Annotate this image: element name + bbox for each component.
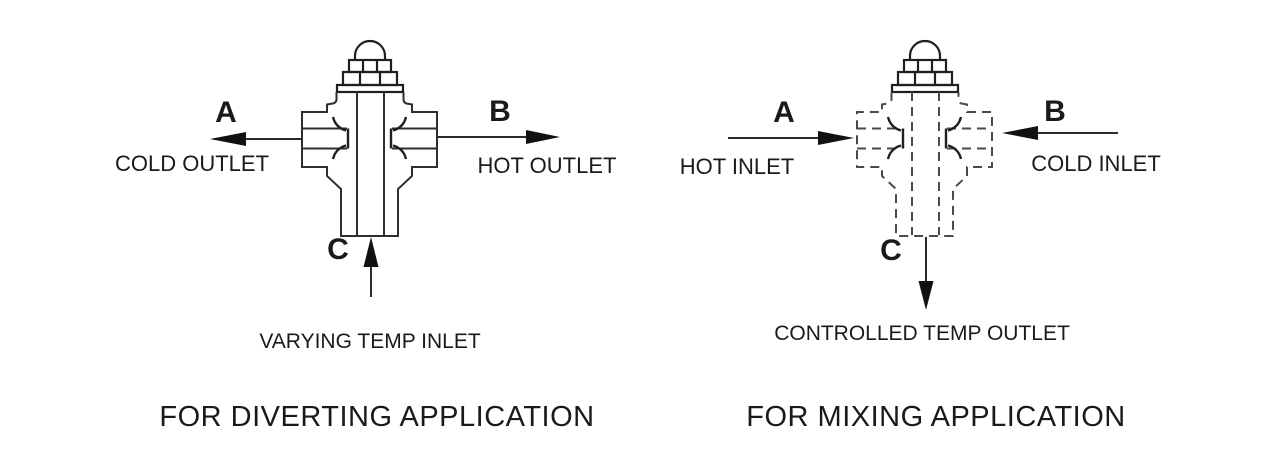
mixing-port-b-letter: B (1044, 95, 1066, 128)
hot-outlet-label: HOT OUTLET (477, 153, 617, 178)
mixing-port-b-arrow-icon (1002, 126, 1118, 140)
cold-outlet-label: COLD OUTLET (114, 151, 270, 176)
varying-temp-inlet-label: VARYING TEMP INLET (259, 330, 481, 353)
mixing-valve-ports-icon (886, 115, 963, 161)
diverting-valve-body-icon (301, 91, 438, 237)
hot-inlet-label: HOT INLET (679, 154, 795, 179)
diverting-port-c-arrow-icon (363, 237, 379, 297)
mixing-application-caption: FOR MIXING APPLICATION (746, 401, 1126, 433)
mixing-valve-cap-icon (890, 39, 960, 94)
diverting-valve-drawing (210, 39, 560, 297)
diverting-application-caption: FOR DIVERTING APPLICATION (159, 401, 595, 433)
mixing-port-a-arrow-icon (728, 131, 854, 145)
mixing-valve-body-icon (856, 91, 993, 237)
mixing-port-c-letter: C (880, 234, 902, 267)
diverting-valve-cap-icon (335, 39, 405, 94)
diverting-port-b-arrow-icon (437, 130, 560, 144)
diverting-port-a-arrow-icon (210, 132, 302, 146)
mixing-port-c-arrow-icon (918, 237, 934, 310)
diverting-port-c-letter: C (327, 233, 349, 266)
cold-inlet-label: COLD INLET (1031, 151, 1161, 176)
mixing-port-a-letter: A (773, 96, 795, 129)
controlled-temp-outlet-label: CONTROLLED TEMP OUTLET (774, 322, 1070, 345)
diverting-port-b-letter: B (489, 95, 511, 128)
diverting-port-a-letter: A (215, 96, 237, 129)
diverting-valve-ports-icon (331, 115, 408, 161)
mixing-valve-drawing (728, 39, 1118, 310)
